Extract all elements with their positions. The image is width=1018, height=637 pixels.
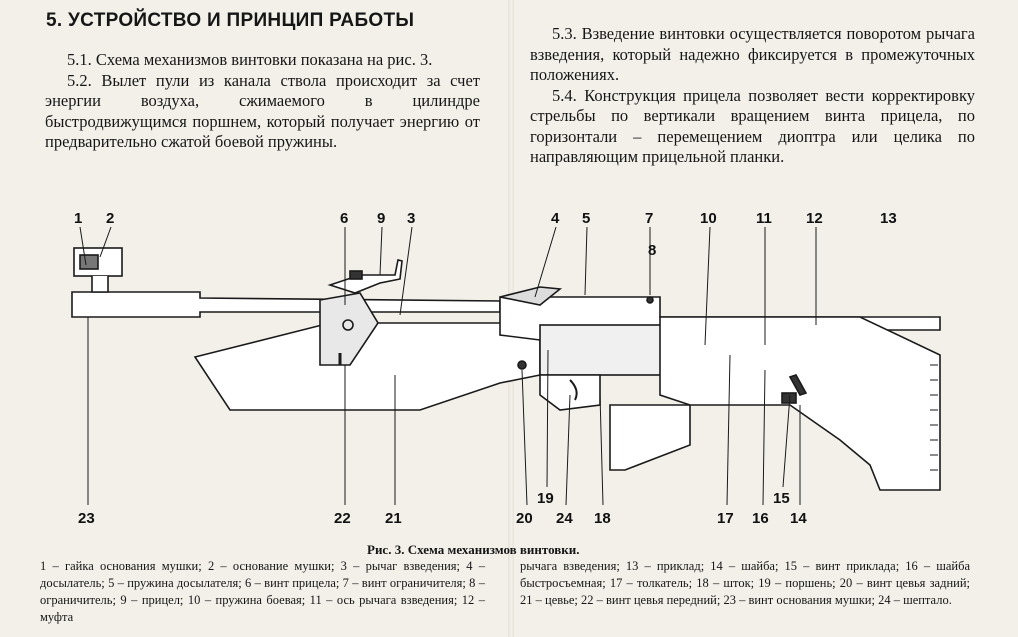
label-15: 15: [773, 490, 790, 507]
label-2: 2: [106, 210, 114, 227]
label-6: 6: [340, 210, 348, 227]
buttpad-texture: [930, 364, 938, 471]
part-labels: 1 2 6 9 3 4 5 7 8 10 11 12 13 23 22 21 2…: [74, 210, 897, 527]
label-8: 8: [648, 242, 656, 259]
cocking-lever-link: [499, 286, 563, 306]
label-17: 17: [717, 510, 734, 527]
section-title: 5. УСТРОЙСТВО И ПРИНЦИП РАБОТЫ: [46, 10, 415, 31]
barrel: [71, 291, 501, 318]
rifle-mechanism-diagram: 1 2 6 9 3 4 5 7 8 10 11 12 13 23 22 21 2…: [71, 210, 941, 527]
pistol-grip: [609, 404, 691, 471]
label-9: 9: [377, 210, 385, 227]
left-column: 5.1. Схема механизмов винтовки показана …: [45, 50, 480, 153]
label-11: 11: [756, 210, 772, 227]
label-19: 19: [537, 490, 554, 507]
paragraph-5-1: 5.1. Схема механизмов винтовки показана …: [67, 50, 433, 69]
legend-left: 1 – гайка основания мушки; 2 – основание…: [40, 559, 485, 624]
paragraph-5-3: 5.3. Взведение винтовки осуществляется п…: [530, 24, 975, 84]
right-column: 5.3. Взведение винтовки осуществляется п…: [530, 24, 975, 168]
legend-right: рычага взведения; 13 – приклад; 14 – шай…: [520, 559, 970, 607]
label-22: 22: [334, 510, 351, 527]
label-14: 14: [790, 510, 807, 527]
rear-sight: [327, 259, 403, 294]
paragraph-5-4: 5.4. Конструкция прицела позволяет вести…: [530, 85, 975, 167]
label-20: 20: [516, 510, 533, 527]
paragraph-5-2: 5.2. Вылет пули из канала ствола происхо…: [45, 70, 480, 152]
leader-lines: [79, 226, 817, 506]
figure-caption: Рис. 3. Схема механизмов винтовки.: [367, 542, 580, 557]
label-4: 4: [551, 210, 560, 227]
label-12: 12: [806, 210, 823, 227]
label-3: 3: [407, 210, 415, 227]
trigger-guard: [539, 374, 601, 411]
label-5: 5: [582, 210, 590, 227]
label-7: 7: [645, 210, 653, 227]
label-10: 10: [700, 210, 717, 227]
label-24: 24: [556, 510, 573, 527]
label-13: 13: [880, 210, 897, 227]
label-16: 16: [752, 510, 769, 527]
label-18: 18: [594, 510, 611, 527]
label-21: 21: [385, 510, 402, 527]
label-1: 1: [74, 210, 82, 227]
label-23: 23: [78, 510, 95, 527]
